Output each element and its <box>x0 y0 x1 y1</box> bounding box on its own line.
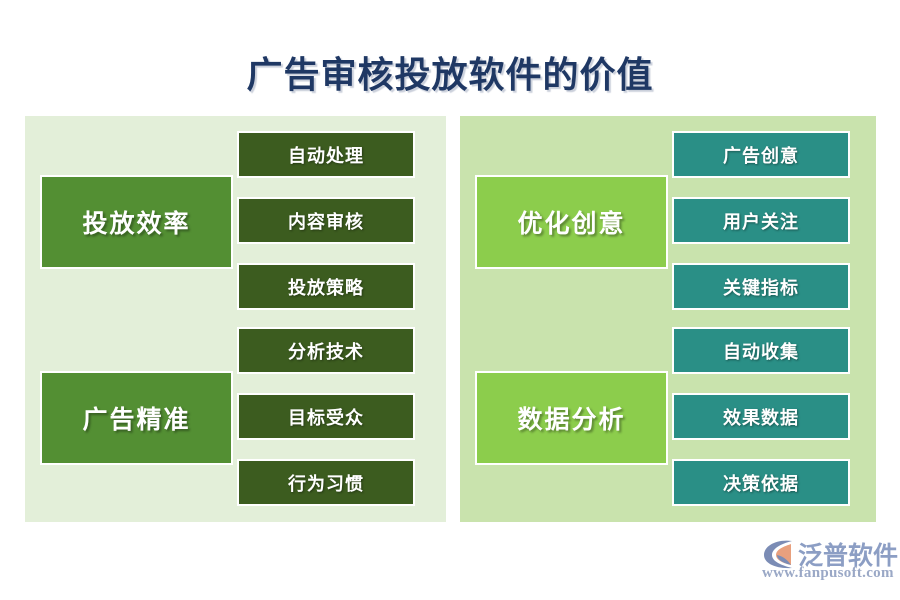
brand-name: 泛普软件 <box>798 543 899 570</box>
sub-box-right-1-1[interactable]: 效果数据 <box>672 393 850 440</box>
panel-left: 投放效率 自动处理 内容审核 投放策略 广告精准 分析技术 目标受众 行为习惯 <box>25 116 446 522</box>
sub-box-right-0-0[interactable]: 广告创意 <box>672 131 850 178</box>
group-left-0: 投放效率 自动处理 内容审核 投放策略 <box>25 125 446 318</box>
fanpu-leaf-circle-icon <box>762 538 796 570</box>
page-title: 广告审核投放软件的价值 <box>246 55 654 95</box>
brand-url: www.fanpusoft.com <box>762 565 894 581</box>
main-box-left-1[interactable]: 广告精准 <box>40 371 233 465</box>
sub-box-right-1-0[interactable]: 自动收集 <box>672 327 850 374</box>
group-right-1: 数据分析 自动收集 效果数据 决策依据 <box>460 321 876 514</box>
sub-box-left-0-2[interactable]: 投放策略 <box>237 263 415 310</box>
sub-box-left-0-0[interactable]: 自动处理 <box>237 131 415 178</box>
main-box-right-1[interactable]: 数据分析 <box>475 371 668 465</box>
group-right-0: 优化创意 广告创意 用户关注 关键指标 <box>460 125 876 318</box>
group-left-1: 广告精准 分析技术 目标受众 行为习惯 <box>25 321 446 514</box>
brand-logo: 泛普软件 www.fanpusoft.com <box>762 536 898 584</box>
sub-box-left-0-1[interactable]: 内容审核 <box>237 197 415 244</box>
sub-box-right-1-2[interactable]: 决策依据 <box>672 459 850 506</box>
panel-right: 优化创意 广告创意 用户关注 关键指标 数据分析 自动收集 效果数据 决策依据 <box>460 116 876 522</box>
sub-box-right-0-2[interactable]: 关键指标 <box>672 263 850 310</box>
sub-box-left-1-2[interactable]: 行为习惯 <box>237 459 415 506</box>
sub-box-left-1-0[interactable]: 分析技术 <box>237 327 415 374</box>
main-box-left-0[interactable]: 投放效率 <box>40 175 233 269</box>
main-box-right-0[interactable]: 优化创意 <box>475 175 668 269</box>
sub-box-right-0-1[interactable]: 用户关注 <box>672 197 850 244</box>
sub-box-left-1-1[interactable]: 目标受众 <box>237 393 415 440</box>
